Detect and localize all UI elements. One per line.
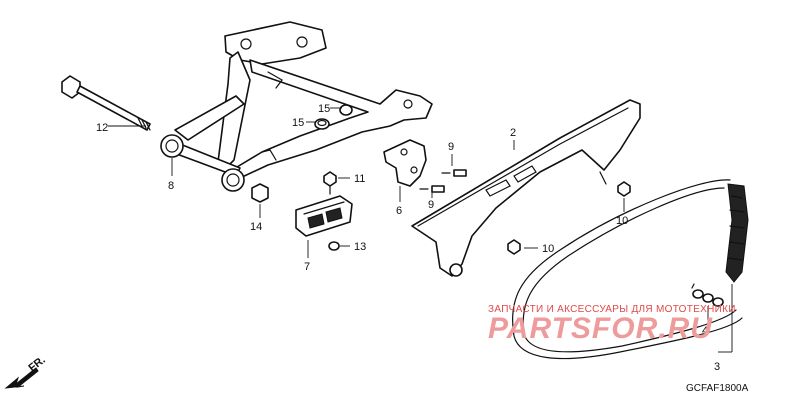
pivot-bolt-drawing — [61, 75, 151, 131]
chain-case-bracket-drawing — [383, 139, 427, 187]
front-arrow-icon: FR. — [4, 354, 48, 389]
callout-12: 12 — [96, 122, 108, 134]
chain-slider-drawing — [295, 195, 353, 237]
diagram-code: GCFAF1800A — [686, 383, 749, 394]
callout-7: 7 — [304, 261, 310, 273]
chain-case-drawing — [411, 99, 641, 277]
callout-8: 8 — [168, 180, 174, 192]
watermark-logo: PARTSFOR.RU — [488, 312, 713, 345]
watermark-tagline: ЗАПЧАСТИ И АКСЕССУАРЫ ДЛЯ МОТОТЕХНИКИ — [488, 304, 736, 315]
bolt-10-drawings — [507, 181, 631, 255]
bolt-11-drawing — [323, 171, 337, 195]
leader-lines — [108, 107, 733, 353]
callout-15-upper: 15 — [318, 103, 330, 115]
callout-numbers: 12 8 15 15 11 14 7 13 6 9 9 2 10 10 4 3 — [96, 103, 720, 373]
collar-drawings — [314, 104, 353, 130]
callout-11: 11 — [354, 173, 365, 185]
callout-6: 6 — [396, 205, 402, 217]
callout-14: 14 — [250, 221, 262, 233]
screw-13-drawing — [328, 241, 340, 251]
callout-3: 3 — [714, 361, 720, 373]
nut-drawing — [251, 183, 269, 203]
swingarm-drawing — [160, 21, 433, 192]
drive-chain-drawing — [511, 179, 749, 360]
callout-4: 4 — [702, 325, 708, 337]
callout-2: 2 — [510, 127, 516, 139]
callout-10-upper: 10 — [616, 215, 628, 227]
callout-15-lower: 15 — [292, 117, 304, 129]
front-direction-indicator: FR. — [2, 354, 72, 394]
master-link-drawing — [691, 283, 724, 307]
callout-10-lower: 10 — [542, 243, 554, 255]
bolt-9-drawings — [419, 169, 467, 193]
callout-9-lower: 9 — [428, 199, 434, 211]
callout-9-upper: 9 — [448, 141, 454, 153]
callout-13: 13 — [354, 241, 366, 253]
